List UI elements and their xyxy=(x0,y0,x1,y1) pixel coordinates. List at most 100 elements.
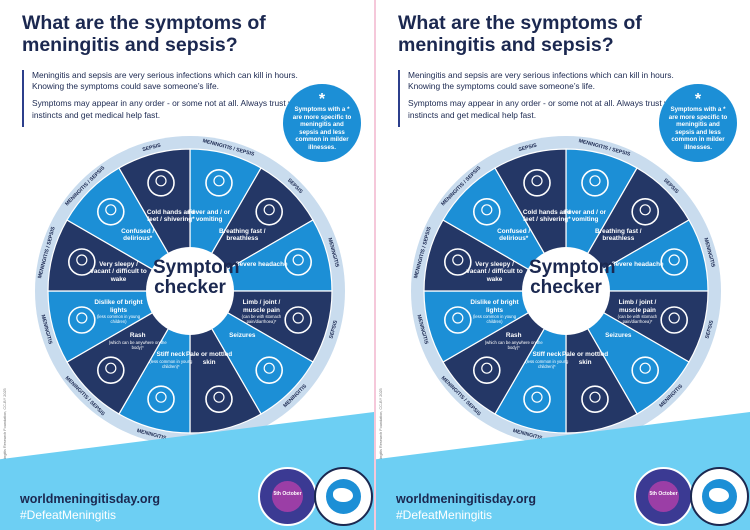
headache-icon-detail xyxy=(668,254,680,266)
symptom-name: Rash xyxy=(129,332,146,340)
website-link[interactable]: worldmeningitisday.org xyxy=(396,492,537,506)
symptom-name: Fever and / or vomiting xyxy=(188,208,231,223)
symptom-checker-title: Symptom checker xyxy=(153,257,240,298)
rash-hands-icon xyxy=(97,356,125,384)
symptom-name: Limb / joint / muscle pain xyxy=(618,299,657,314)
thermometer-icon xyxy=(581,169,609,197)
symptom-note: (less common in young children) xyxy=(472,313,517,324)
bed-icon-detail xyxy=(452,254,464,266)
symptom-label: Dislike of bright lights(less common in … xyxy=(89,299,149,324)
symptom-label: Rash(which can be anywhere on the body)* xyxy=(108,332,168,349)
knee-icon-detail xyxy=(668,312,680,324)
sunglasses-icon-detail xyxy=(76,312,88,324)
stiff-neck-icon xyxy=(147,385,175,413)
seizure-icon-detail xyxy=(639,362,651,374)
symptom-label: Fever and / or vomiting xyxy=(555,209,615,224)
confederation-globe-logo xyxy=(690,467,749,526)
website-link[interactable]: worldmeningitisday.org xyxy=(20,492,161,506)
symptom-name: Stiff neck xyxy=(532,351,562,359)
symptom-note: (which can be anywhere on the body)* xyxy=(484,339,543,350)
symptom-name: Pale or mottled skin xyxy=(562,351,609,366)
sunglasses-icon xyxy=(68,306,96,334)
cold-hands-icon xyxy=(147,169,175,197)
globe-land-icon xyxy=(709,488,729,502)
poster-left: What are the symptoms of meningitis and … xyxy=(0,0,374,530)
cold-hands-icon xyxy=(523,169,551,197)
symptom-label: Limb / joint / muscle pain(can be with s… xyxy=(231,299,291,324)
poster-title: What are the symptoms of meningitis and … xyxy=(398,12,642,56)
poster-right: What are the symptoms of meningitis and … xyxy=(376,0,750,530)
mottled-skin-icon xyxy=(581,385,609,413)
confused-icon xyxy=(473,198,501,226)
copyright-credit: © Meningitis Research Foundation, CC-BY … xyxy=(3,388,7,470)
symptom-name: Confused / delirious* xyxy=(121,227,155,243)
mottled-skin-icon-detail xyxy=(213,391,225,403)
asterisk-icon: * xyxy=(318,91,326,108)
symptom-name: Severe headache xyxy=(235,260,288,268)
headache-icon-detail xyxy=(292,254,304,266)
symptom-name: Cold hands and feet / shivering* xyxy=(522,208,571,223)
symptom-name: Pale or mottled skin xyxy=(186,351,233,366)
center-hub xyxy=(146,247,234,335)
copyright-credit: © Meningitis Research Foundation, CC-BY … xyxy=(379,388,383,470)
symptom-label: Cold hands and feet / shivering* xyxy=(141,209,201,224)
symptom-checker-title: Symptom checker xyxy=(529,257,616,298)
confederation-globe-logo xyxy=(314,467,373,526)
sunglasses-icon xyxy=(444,306,472,334)
symptom-name: Fever and / or vomiting xyxy=(564,208,607,223)
thermometer-icon-detail xyxy=(213,175,225,187)
symptom-name: Seizures xyxy=(229,332,256,340)
ring-category-label: SEPSIS xyxy=(328,319,339,339)
bed-icon-detail xyxy=(76,254,88,266)
symptom-name: Rash xyxy=(505,332,522,340)
logo-date-text: 5th October xyxy=(649,491,678,497)
hashtag: #DefeatMeningitis xyxy=(20,508,117,522)
intro-paragraph-1: Meningitis and sepsis are very serious i… xyxy=(32,70,298,92)
symptom-name: Very sleepy / vacant / difficult to wake xyxy=(90,260,147,283)
symptom-name: Limb / joint / muscle pain xyxy=(242,299,281,314)
hashtag: #DefeatMeningitis xyxy=(396,508,493,522)
logo-inner-circle xyxy=(648,481,679,512)
bed-icon xyxy=(68,248,96,276)
wheel-graphic: MENINGITIS / SEPSISSEPSISMENINGITISSEPSI… xyxy=(411,136,721,446)
confused-icon xyxy=(97,198,125,226)
cold-hands-icon-detail xyxy=(155,175,167,187)
knee-icon xyxy=(284,306,312,334)
intro-text: Meningitis and sepsis are very serious i… xyxy=(398,70,688,127)
symptom-name: Dislike of bright lights xyxy=(94,299,143,314)
symptom-label: Cold hands and feet / shivering* xyxy=(517,209,577,224)
ring-category-label: SEPSIS xyxy=(704,319,715,339)
confused-icon-detail xyxy=(481,204,493,216)
symptom-label: Seizures xyxy=(588,332,648,339)
symptom-label: Breathing fast / breathless xyxy=(212,228,272,243)
wheel-graphic: MENINGITIS / SEPSISSEPSISMENINGITISSEPSI… xyxy=(35,136,345,446)
world-meningitis-day-logo: 5th October xyxy=(634,467,693,526)
lungs-icon-detail xyxy=(263,204,275,216)
symptom-label: Very sleepy / vacant / difficult to wake xyxy=(89,261,149,283)
stiff-neck-icon xyxy=(523,385,551,413)
symptom-name: Seizures xyxy=(605,332,632,340)
world-meningitis-day-logo: 5th October xyxy=(258,467,317,526)
rash-hands-icon xyxy=(473,356,501,384)
asterisk-icon: * xyxy=(694,91,702,108)
symptom-name: Breathing fast / breathless xyxy=(219,227,266,243)
ring-category-label: SEPSIS xyxy=(518,142,538,153)
symptom-label: Severe headache xyxy=(231,261,291,268)
poster-title: What are the symptoms of meningitis and … xyxy=(22,12,266,56)
symptom-label: Confused / delirious* xyxy=(484,228,544,243)
sunglasses-icon-detail xyxy=(452,312,464,324)
knee-icon xyxy=(660,306,688,334)
intro-paragraph-2: Symptoms may appear in any order - or so… xyxy=(408,98,681,120)
intro-paragraph-1: Meningitis and sepsis are very serious i… xyxy=(408,70,674,92)
thermometer-icon xyxy=(205,169,233,197)
rash-hands-icon-detail xyxy=(105,362,117,374)
seizure-icon xyxy=(255,356,283,384)
symptom-note: (which can be anywhere on the body)* xyxy=(108,339,167,350)
lungs-icon xyxy=(255,198,283,226)
center-hub xyxy=(522,247,610,335)
symptom-note: (less common in young children)* xyxy=(149,358,193,369)
symptom-name: Severe headache xyxy=(611,260,664,268)
symptom-label: Seizures xyxy=(212,332,272,339)
page-divider xyxy=(374,0,376,530)
asterisk-note-badge: * Symptoms with a * are more specific to… xyxy=(283,84,361,162)
